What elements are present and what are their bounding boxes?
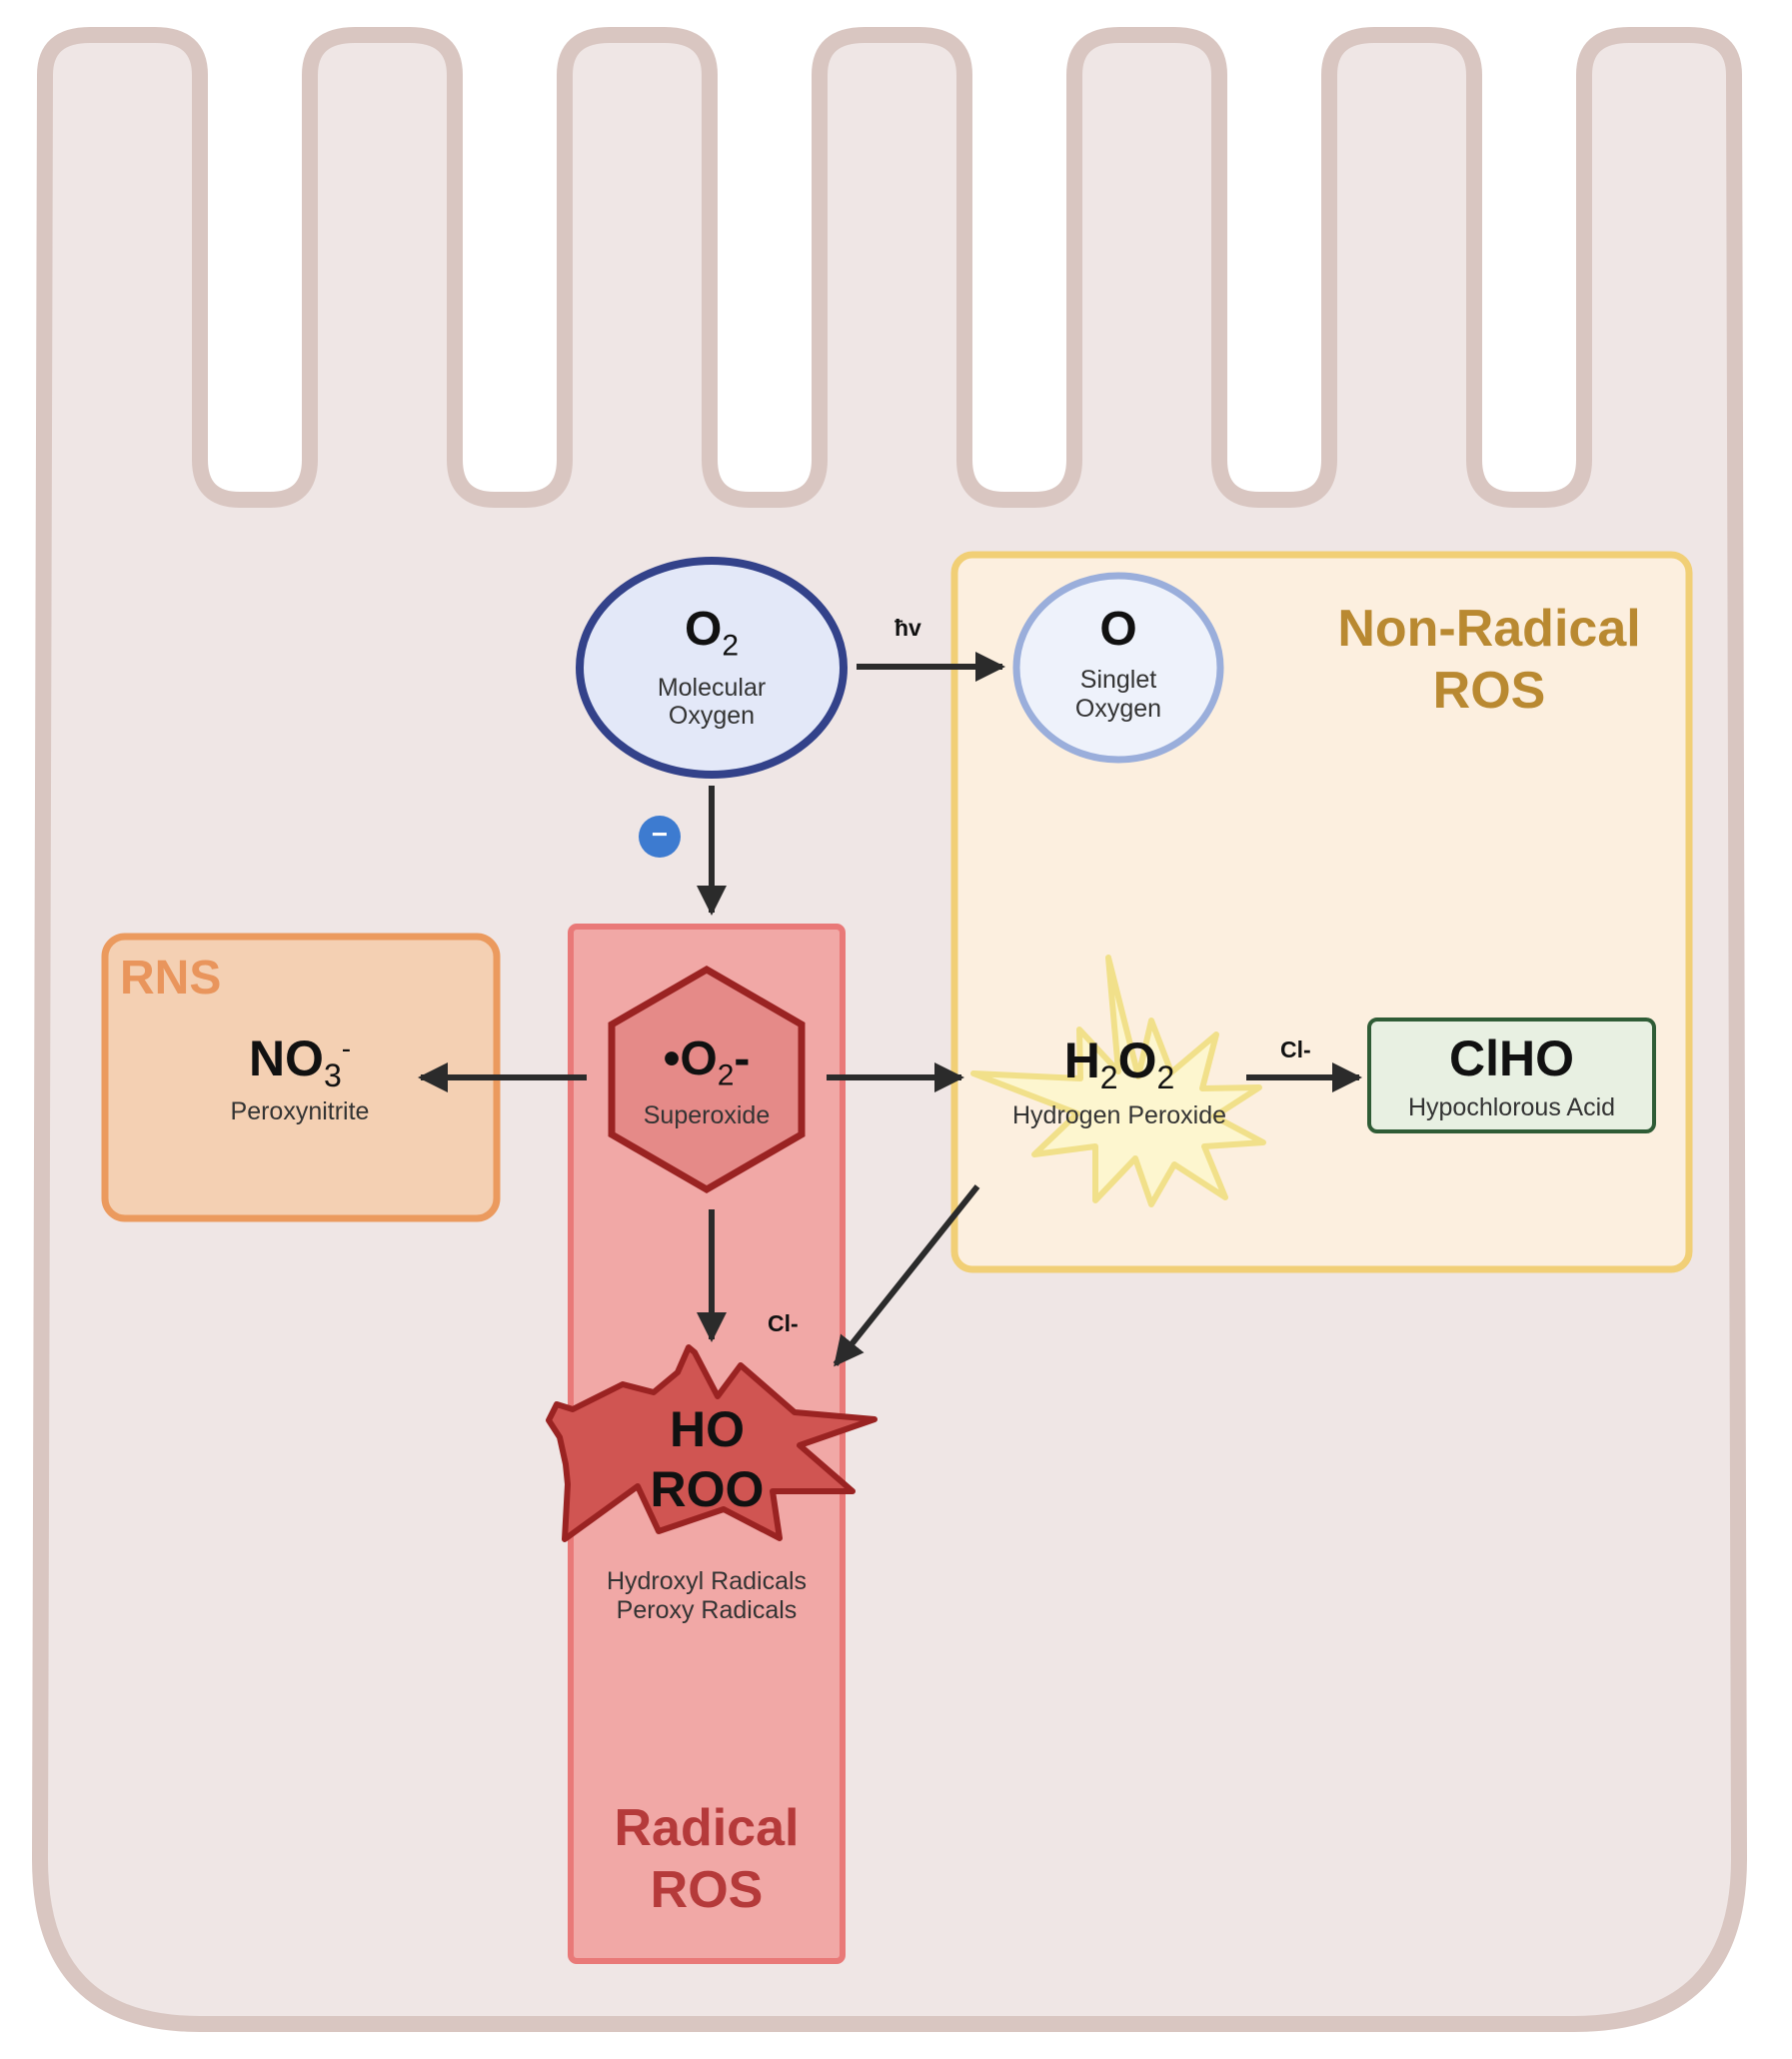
radicals-name: Hydroxyl Radicals Peroxy Radicals bbox=[606, 1567, 808, 1624]
radical-line2: ROS bbox=[650, 1861, 764, 1920]
hydrogen-peroxide-name: Hydrogen Peroxide bbox=[1011, 1101, 1226, 1129]
molecular-oxygen-node: O2 Molecular Oxygen bbox=[582, 606, 842, 731]
hydrogen-peroxide-formula: H2O2 bbox=[1063, 1032, 1175, 1095]
hydroxyl-peroxy-starburst bbox=[546, 1344, 878, 1542]
superoxide-name: Superoxide bbox=[643, 1100, 771, 1129]
radicals-formula-line1: HO bbox=[670, 1401, 745, 1457]
singlet-oxygen-shape bbox=[1012, 572, 1224, 764]
radicals-formula: HO ROO bbox=[600, 1397, 815, 1517]
hypochlorous-acid-name: Hypochlorous Acid bbox=[1407, 1093, 1616, 1121]
molecular-oxygen-formula: O2 bbox=[684, 603, 740, 663]
hydrogen-peroxide-node: H2O2 Hydrogen Peroxide bbox=[979, 1035, 1259, 1130]
radicals-formula-line2: ROO bbox=[650, 1461, 765, 1517]
singlet-oxygen-name: Singlet Oxygen bbox=[1074, 666, 1162, 723]
superoxide-node: •O2- Superoxide bbox=[612, 1035, 802, 1129]
peroxynitrite-formula: NO3- bbox=[248, 1030, 352, 1093]
hypochlorous-acid-formula: ClHO bbox=[1449, 1030, 1574, 1086]
hypochlorous-acid-box bbox=[1367, 1018, 1656, 1133]
molecular-oxygen-name: Molecular Oxygen bbox=[657, 673, 767, 731]
arrow-h2o2-to-radicals bbox=[833, 1184, 980, 1367]
singlet-oxygen-formula: O bbox=[1099, 603, 1137, 656]
electron-label: − bbox=[651, 819, 669, 850]
rns-label: RNS bbox=[120, 952, 222, 1005]
radical-line1: Radical bbox=[614, 1799, 800, 1857]
superoxide-formula: •O2- bbox=[663, 1032, 751, 1092]
molecular-oxygen-shape bbox=[576, 557, 848, 779]
chloride-label-2: Cl- bbox=[768, 1310, 799, 1336]
hydrogen-peroxide-starburst bbox=[970, 955, 1266, 1207]
non-radical-ros-label: Non-Radical ROS bbox=[1299, 598, 1679, 723]
superoxide-hexagon bbox=[608, 965, 806, 1194]
singlet-oxygen-node: O Singlet Oxygen bbox=[1016, 606, 1220, 724]
cell-body bbox=[32, 27, 1747, 2032]
non-radical-line1: Non-Radical bbox=[1337, 600, 1641, 658]
non-radical-line2: ROS bbox=[1432, 662, 1546, 721]
hypochlorous-acid-node: ClHO Hypochlorous Acid bbox=[1369, 1033, 1654, 1122]
radical-ros-label: Radical ROS bbox=[571, 1797, 843, 1922]
chloride-label-1: Cl- bbox=[1280, 1036, 1311, 1062]
peroxynitrite-name: Peroxynitrite bbox=[230, 1097, 370, 1125]
light-label: ħv bbox=[895, 615, 921, 641]
peroxynitrite-node: NO3- Peroxynitrite bbox=[160, 1033, 440, 1126]
electron-badge bbox=[639, 816, 681, 858]
